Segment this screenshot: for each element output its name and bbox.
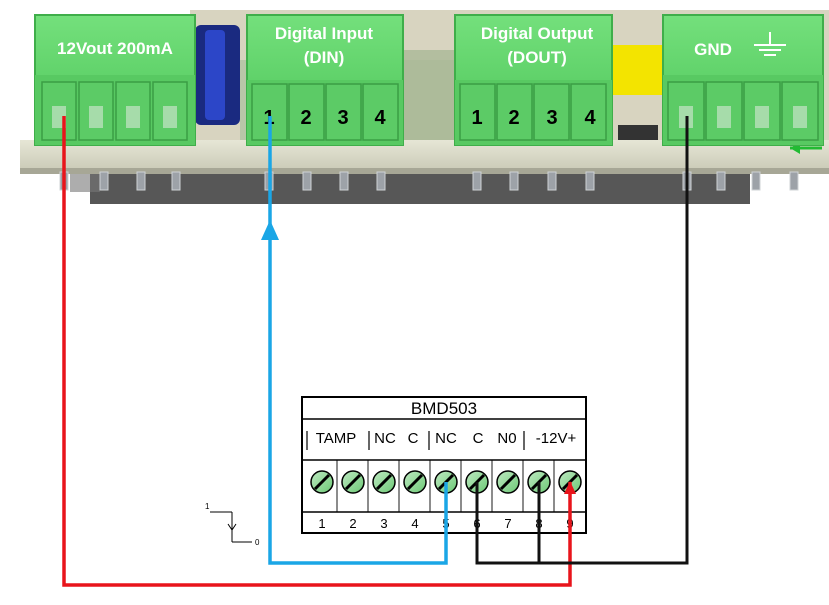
din-pin-3: 3 bbox=[337, 107, 348, 129]
ground-symbol-icon bbox=[754, 32, 786, 56]
din-pin-4: 4 bbox=[374, 107, 386, 129]
switch-symbol bbox=[210, 511, 252, 543]
terminal-label-digital-output: Digital Output bbox=[481, 24, 594, 43]
device-group-12v: -12V+ bbox=[536, 430, 577, 447]
terminal-sublabel-din: (DIN) bbox=[304, 48, 345, 67]
device-terminal-3: 3 bbox=[380, 516, 387, 531]
terminal-block-digital-output: Digital Output (DOUT) 1 2 3 4 bbox=[454, 14, 613, 146]
device-terminal-4: 4 bbox=[411, 516, 418, 531]
switch-label-bottom: 0 bbox=[255, 538, 260, 547]
terminal-label-gnd: GND bbox=[694, 40, 732, 59]
terminal-label-digital-input: Digital Input bbox=[275, 24, 374, 43]
switch-label-top: 1 bbox=[205, 502, 210, 511]
dout-pin-4: 4 bbox=[584, 107, 596, 129]
red-wire bbox=[62, 116, 572, 587]
device-group-n0: N0 bbox=[497, 430, 516, 447]
black-wire bbox=[475, 116, 689, 565]
device-group-nc-1: NC bbox=[374, 430, 396, 447]
device-terminal-7: 7 bbox=[504, 516, 511, 531]
terminal-sublabel-dout: (DOUT) bbox=[507, 48, 566, 67]
dout-pin-2: 2 bbox=[508, 107, 519, 129]
dout-pin-3: 3 bbox=[546, 107, 557, 129]
terminal-label-12vout: 12Vout 200mA bbox=[57, 39, 173, 58]
device-group-c-1: C bbox=[408, 430, 419, 447]
device-group-nc-2: NC bbox=[435, 430, 457, 447]
blue-wire bbox=[268, 116, 448, 565]
device-title: BMD503 bbox=[411, 399, 477, 418]
device-group-c-2: C bbox=[473, 430, 484, 447]
device-group-tamp: TAMP bbox=[316, 430, 357, 447]
dout-pin-1: 1 bbox=[471, 107, 482, 129]
device-bmd503: BMD503 TAMP NC C NC C N0 -12V+ 1 2 3 4 bbox=[301, 396, 587, 534]
din-pin-2: 2 bbox=[300, 107, 311, 129]
terminal-block-gnd: GND bbox=[662, 14, 824, 146]
device-terminal-1: 1 bbox=[318, 516, 325, 531]
terminal-block-12vout: 12Vout 200mA bbox=[34, 14, 196, 146]
device-terminal-2: 2 bbox=[349, 516, 356, 531]
terminal-block-digital-input: Digital Input (DIN) 1 2 3 4 bbox=[246, 14, 404, 146]
red-wire-arrow-icon bbox=[564, 481, 576, 494]
blue-wire-arrow-icon bbox=[261, 220, 279, 240]
